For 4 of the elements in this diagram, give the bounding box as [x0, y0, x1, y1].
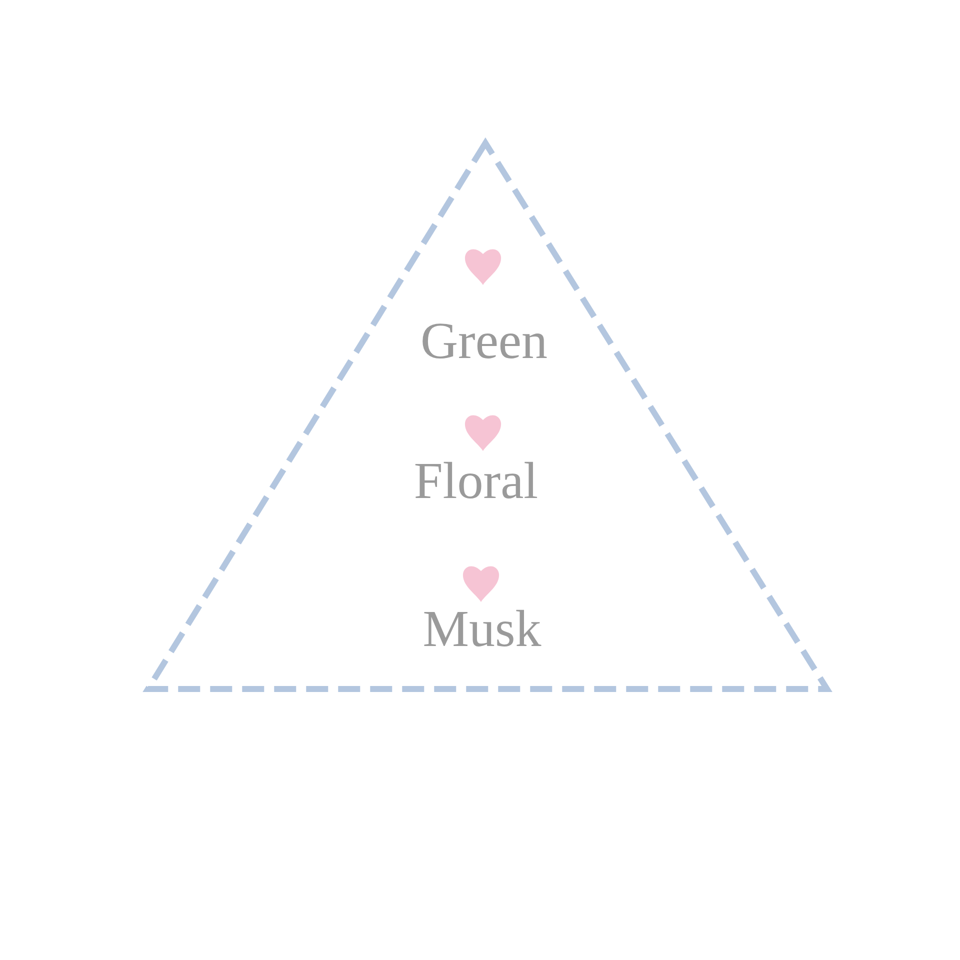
- note-label: Green: [420, 316, 548, 368]
- note-label: Floral: [414, 456, 538, 508]
- note-label: Musk: [422, 604, 542, 656]
- dashed-triangle: [145, 140, 830, 692]
